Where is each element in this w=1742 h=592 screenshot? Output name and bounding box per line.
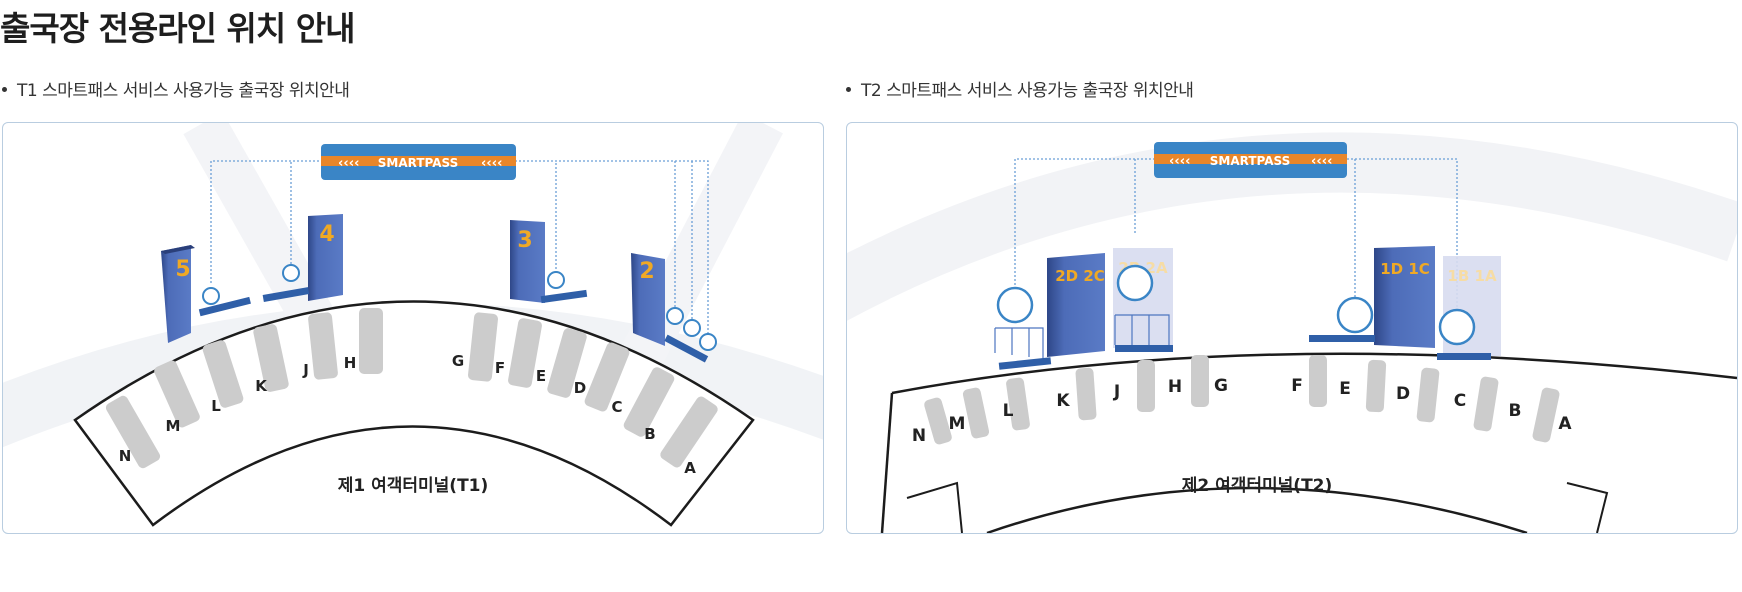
svg-text:K: K	[255, 377, 268, 395]
svg-text:C: C	[1454, 391, 1466, 411]
svg-text:N: N	[912, 426, 926, 446]
svg-text:G: G	[1214, 376, 1228, 396]
t1-section-heading: T1 스마트패스 서비스 사용가능 출국장 위치안내	[2, 76, 350, 101]
svg-text:J: J	[302, 361, 309, 379]
page-title: 출국장 전용라인 위치 안내	[0, 9, 355, 48]
svg-text:E: E	[536, 367, 546, 385]
bullet-icon	[2, 86, 7, 92]
svg-text:1B 1A: 1B 1A	[1447, 267, 1497, 285]
smartpass-banner: ‹‹‹‹ ‹‹‹‹ SMARTPASS	[1154, 142, 1347, 178]
bullet-icon	[846, 86, 851, 92]
svg-text:F: F	[1291, 376, 1303, 396]
t2-map: ‹‹‹‹ ‹‹‹‹ SMARTPASS 2D 2C 2B 2A 1D 1C 1B…	[846, 122, 1738, 534]
svg-text:‹‹‹‹: ‹‹‹‹	[1169, 154, 1190, 169]
svg-text:1D 1C: 1D 1C	[1380, 260, 1430, 278]
svg-text:N: N	[119, 447, 132, 465]
t2-section-heading: T2 스마트패스 서비스 사용가능 출국장 위치안내	[846, 76, 1194, 101]
svg-text:M: M	[949, 414, 966, 434]
svg-text:SMARTPASS: SMARTPASS	[378, 156, 458, 170]
svg-text:D: D	[574, 379, 586, 397]
svg-text:M: M	[166, 417, 181, 435]
svg-text:A: A	[1558, 414, 1572, 434]
svg-text:3: 3	[517, 228, 532, 253]
svg-text:B: B	[1509, 401, 1522, 421]
svg-text:H: H	[344, 354, 357, 372]
svg-text:제2 여객터미널(T2): 제2 여객터미널(T2)	[1182, 476, 1333, 496]
svg-text:A: A	[684, 459, 696, 477]
svg-text:F: F	[495, 359, 505, 377]
svg-text:2: 2	[639, 259, 654, 284]
svg-text:제1 여객터미널(T1): 제1 여객터미널(T1)	[338, 476, 489, 496]
svg-text:D: D	[1396, 384, 1410, 404]
svg-text:‹‹‹‹: ‹‹‹‹	[338, 156, 359, 171]
svg-text:J: J	[1113, 382, 1120, 402]
t1-map: ‹‹‹‹ ‹‹‹‹ SMARTPASS N M L K J H G F E D …	[2, 122, 824, 534]
svg-text:L: L	[211, 397, 221, 415]
svg-text:B: B	[644, 425, 655, 443]
smartpass-banner: ‹‹‹‹ ‹‹‹‹ SMARTPASS	[321, 144, 516, 180]
svg-text:C: C	[611, 398, 622, 416]
svg-text:‹‹‹‹: ‹‹‹‹	[481, 156, 502, 171]
svg-text:5: 5	[175, 257, 190, 282]
svg-text:H: H	[1168, 377, 1182, 397]
svg-text:L: L	[1003, 401, 1014, 421]
svg-text:K: K	[1056, 391, 1070, 411]
svg-text:G: G	[452, 352, 464, 370]
svg-text:4: 4	[319, 222, 334, 247]
svg-text:SMARTPASS: SMARTPASS	[1210, 154, 1290, 168]
svg-text:‹‹‹‹: ‹‹‹‹	[1311, 154, 1332, 169]
svg-text:E: E	[1339, 379, 1351, 399]
svg-text:2D 2C: 2D 2C	[1055, 267, 1105, 285]
